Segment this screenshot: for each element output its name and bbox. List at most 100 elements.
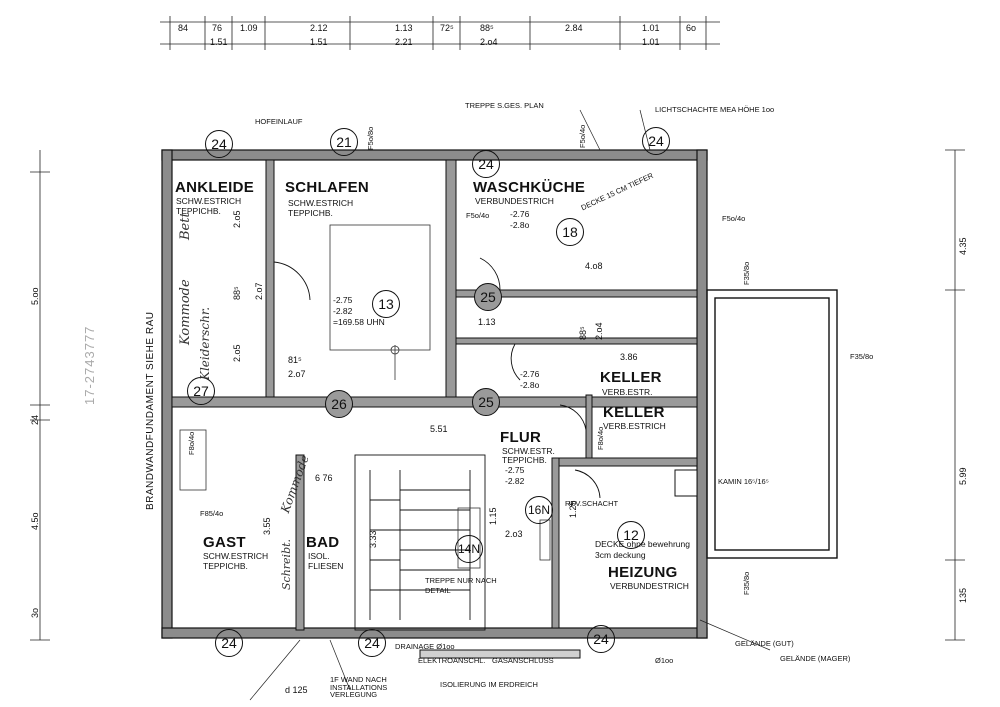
document-code: 17-2743777: [82, 325, 97, 405]
window-label: F5o/4o: [466, 211, 490, 220]
handwritten-label: Bett: [178, 212, 193, 240]
room-level-schlafen: -2.75: [333, 295, 353, 305]
room-name-waschkueche: WASCHKÜCHE: [473, 179, 586, 196]
left-dim-label: 5.oo: [30, 287, 40, 305]
room-floor-heizung: VERBUNDESTRICH: [610, 581, 689, 591]
room-number-schlafen: 13: [372, 290, 400, 318]
dim-label: 72⁵: [440, 23, 454, 33]
dim-label: 1.09: [240, 23, 258, 33]
window-label: F8o/4o: [596, 426, 605, 450]
handwritten-label: Kommode: [178, 279, 193, 345]
inner-dim-label: 3.55: [262, 517, 272, 535]
dim-label: 88⁵: [480, 23, 494, 33]
heizung-note: DECKE ohne bewehrung: [595, 539, 690, 549]
hofeinlauf-note: HOFEINLAUF: [255, 117, 303, 126]
room-level-waschkueche: -2.8o: [510, 220, 530, 230]
marker-circle: 25: [474, 283, 502, 311]
left-dim-label: 3o: [30, 607, 40, 618]
room-level-flur: -2.82: [505, 476, 525, 486]
dim-label: 84: [178, 23, 189, 33]
inner-dim-label: 2.o5: [232, 210, 242, 228]
inner-dim-label: 2.o5: [232, 344, 242, 362]
interior-walls: [171, 159, 698, 631]
dim-label: 1.01: [642, 37, 660, 47]
dim-label: 2.o4: [480, 37, 498, 47]
elektro-note: ELEKTROANSCHL.: [418, 656, 486, 665]
isolierung-note: ISOLIERUNG IM ERDREICH: [440, 680, 538, 689]
inner-dim-label: 88⁵: [232, 286, 242, 300]
inner-dim-label: 2.o7: [254, 282, 264, 300]
right-dim-label: 4.35: [958, 237, 968, 255]
inner-dim-label: 81⁵: [288, 355, 302, 365]
lichtschachte-note: LICHTSCHACHTE MEA HÖHE 1oo: [655, 105, 775, 114]
window-label: F5o/8o: [366, 126, 375, 150]
marker-circle: 21: [330, 128, 358, 156]
door-swings: [273, 257, 601, 499]
heizung-note: 3cm deckung: [595, 550, 646, 560]
dimension-ticks: [169, 16, 707, 50]
inner-dim-label: 3.33: [368, 530, 378, 548]
room-level-flur: -2.75: [505, 465, 525, 475]
window-label: F35/8o: [742, 261, 751, 285]
dim-label: 6o: [686, 23, 697, 33]
inner-dim-label: 5.51: [430, 424, 448, 434]
brandwand-note: BRANDWANDFUNDAMENT SIEHE RAU: [145, 311, 156, 510]
room-name-bad: BAD: [306, 534, 340, 551]
dimension-lines: [30, 21, 965, 641]
room-level-keller: -2.76: [520, 369, 540, 379]
room-name-flur: FLUR: [500, 429, 542, 446]
treppe-detail-note: DETAIL: [425, 586, 451, 595]
window-label: F5o/4o: [722, 214, 746, 223]
room-number-flur: 16N: [525, 496, 553, 524]
left-dim-label: 4.5o: [30, 512, 40, 530]
inner-dim-label: 1.15: [488, 507, 498, 525]
marker-circle: 24: [472, 150, 500, 178]
room-level-keller: -2.8o: [520, 380, 540, 390]
room-floor-keller-2: VERB.ESTRICH: [603, 421, 666, 431]
room-floor-gast: SCHW.ESTRICH: [203, 551, 269, 561]
window-label: F5o/4o: [578, 124, 587, 148]
room-name-schlafen: SCHLAFEN: [285, 179, 370, 196]
right-dim-label: 5.99: [958, 467, 968, 485]
dim-label: 1.51: [310, 37, 328, 47]
room-number-treppe: 14N: [455, 535, 483, 563]
dim-label: 1.13: [395, 23, 413, 33]
marker-circle: 24: [205, 130, 233, 158]
room-name-heizung: HEIZUNG: [608, 564, 678, 581]
dim-label: 1.51: [210, 37, 228, 47]
room-cover-bad: FLIESEN: [308, 561, 344, 571]
annex-outline: [706, 289, 838, 559]
dim-label: 2.12: [310, 23, 328, 33]
inner-dim-label: 3.86: [620, 352, 638, 362]
furniture: [179, 224, 551, 569]
room-floor-schlafen: SCHW.ESTRICH: [288, 198, 354, 208]
isolation-band: [419, 649, 581, 659]
gas-note: GASANSCHLUSS: [492, 656, 554, 665]
room-name-keller-2: KELLER: [603, 404, 665, 421]
phi-note: Ø1oo: [655, 656, 674, 665]
handwritten-label: Kleiderschr.: [198, 306, 212, 380]
room-floor-ankleide: SCHW.ESTRICH: [176, 196, 242, 206]
room-floor-bad: ISOL.: [308, 551, 330, 561]
room-cover-flur: TEPPICHB.: [502, 455, 547, 465]
dim-label: 2.84: [565, 23, 583, 33]
treppe-note: TREPPE S.GES. PLAN: [465, 101, 544, 110]
gelaende-note: GELÄNDE (GUT): [735, 639, 794, 648]
dim-label: 76: [212, 23, 223, 33]
gelaende-note: GELÄNDE (MAGER): [780, 654, 851, 663]
room-name-keller: KELLER: [600, 369, 662, 386]
inner-dim-label: 1.13: [478, 317, 496, 327]
left-dim-label: 24: [30, 414, 40, 425]
room-cover-ankleide: TEPPICHB.: [176, 206, 221, 216]
room-name-ankleide: ANKLEIDE: [175, 179, 255, 196]
window-label: F85/4o: [200, 509, 224, 518]
drainage-note: DRAINAGE Ø1oo: [395, 642, 455, 651]
inner-dim-label: 4.o8: [585, 261, 603, 271]
wand-note: 1F WAND NACH INSTALLATIONS VERLEGUNG: [330, 675, 388, 699]
room-number-heizung: 12: [617, 521, 645, 549]
room-floor-waschkueche: VERBUNDESTRICH: [475, 196, 554, 206]
inner-dim-label: 2.o4: [594, 322, 604, 340]
marker-circle: 26: [325, 390, 353, 418]
inner-dim-label: 6 76: [315, 473, 333, 483]
